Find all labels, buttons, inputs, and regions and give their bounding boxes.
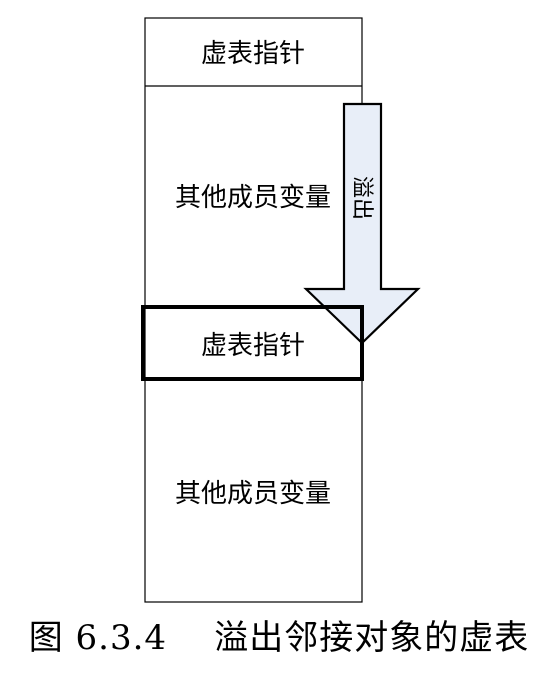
memory-column <box>144 17 363 603</box>
memory-cell-vptr-adjacent: 虚表指针 <box>141 305 364 381</box>
arrow-shape <box>303 102 421 345</box>
highlighted-cell-border <box>141 305 364 381</box>
overflow-arrow: 溢出 <box>303 102 421 345</box>
memory-cell-members-own: 其他成员变量 <box>175 183 331 213</box>
cell-label: 其他成员变量 <box>175 183 331 213</box>
arrow-label: 溢出 <box>349 176 374 220</box>
cell-label: 其他成员变量 <box>175 479 331 509</box>
figure-caption: 图 6.3.4 溢出邻接对象的虚表 <box>28 618 530 658</box>
cell-label: 虚表指针 <box>201 331 305 361</box>
memory-cell-vptr-own: 虚表指针 <box>145 39 362 87</box>
memory-cell-members-adjacent: 其他成员变量 <box>175 479 331 509</box>
cell-label: 虚表指针 <box>201 39 305 69</box>
